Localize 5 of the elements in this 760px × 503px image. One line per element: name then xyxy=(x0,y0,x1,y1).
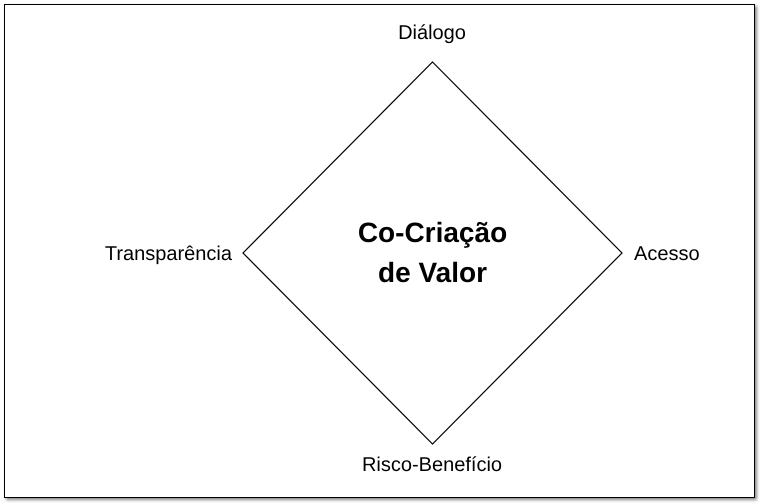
corner-label: Risco-Benefício xyxy=(362,454,502,477)
corner-label: Diálogo xyxy=(398,22,466,45)
corner-label: Acesso xyxy=(634,243,700,266)
center-title: Co-Criação de Valor xyxy=(356,216,508,290)
corner-label: Transparência xyxy=(104,243,232,266)
